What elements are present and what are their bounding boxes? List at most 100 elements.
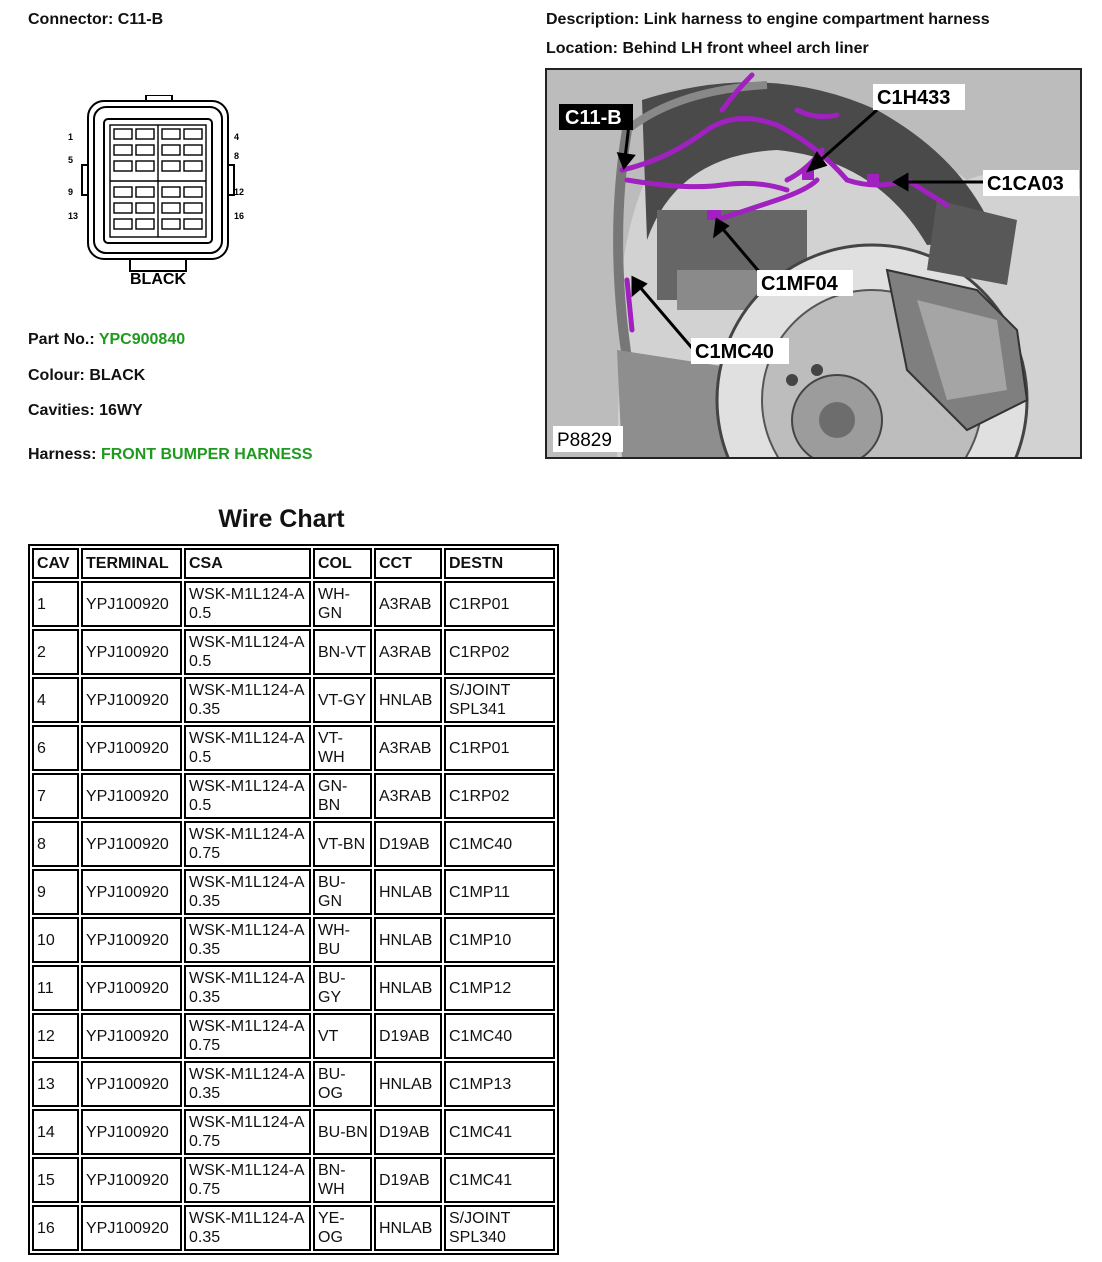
cell-col: WH-GN xyxy=(313,581,372,627)
cell-cav: 7 xyxy=(32,773,79,819)
part-no-link[interactable]: YPC900840 xyxy=(98,331,186,348)
cell-cct: HNLAB xyxy=(374,917,442,963)
cell-terminal: YPJ100920 xyxy=(81,629,182,675)
cell-col: BN-VT xyxy=(313,629,372,675)
connector-diagram: 1 4 5 8 9 12 13 16 BLACK xyxy=(60,94,260,290)
cell-cct: D19AB xyxy=(374,1013,442,1059)
header-col: COL xyxy=(313,548,372,579)
harness-link[interactable]: FRONT BUMPER HARNESS xyxy=(100,446,313,463)
cell-destn: C1MC41 xyxy=(444,1157,555,1203)
cell-cct: D19AB xyxy=(374,1157,442,1203)
location-field: Location: Behind LH front wheel arch lin… xyxy=(546,40,869,58)
cell-destn: C1RP02 xyxy=(444,629,555,675)
cell-terminal: YPJ100920 xyxy=(81,965,182,1011)
cell-cav: 9 xyxy=(32,869,79,915)
cell-csa: WSK-M1L124-A 0.5 xyxy=(184,773,311,819)
cell-cav: 2 xyxy=(32,629,79,675)
cell-csa: WSK-M1L124-A 0.5 xyxy=(184,629,311,675)
cell-cct: D19AB xyxy=(374,821,442,867)
cell-destn: C1MP11 xyxy=(444,869,555,915)
cell-cct: HNLAB xyxy=(374,1205,442,1251)
part-no-label: Part No.: xyxy=(28,331,95,348)
cell-csa: WSK-M1L124-A 0.75 xyxy=(184,1157,311,1203)
wheel-arch-illustration: C11-B C1H433 C1CA03 C1MF04 C1MC40 P8829 xyxy=(547,70,1080,457)
cell-cct: HNLAB xyxy=(374,1061,442,1107)
cell-csa: WSK-M1L124-A 0.75 xyxy=(184,821,311,867)
cell-terminal: YPJ100920 xyxy=(81,1157,182,1203)
cell-col: BU-OG xyxy=(313,1061,372,1107)
cell-destn: C1MP12 xyxy=(444,965,555,1011)
cell-cct: A3RAB xyxy=(374,725,442,771)
photo-ref: P8829 xyxy=(557,430,612,451)
cell-cav: 16 xyxy=(32,1205,79,1251)
cell-col: BN-WH xyxy=(313,1157,372,1203)
cell-csa: WSK-M1L124-A 0.75 xyxy=(184,1109,311,1155)
pin-label-9: 9 xyxy=(68,187,73,197)
wire-chart-title: Wire Chart xyxy=(218,505,345,533)
cell-cav: 10 xyxy=(32,917,79,963)
cell-terminal: YPJ100920 xyxy=(81,917,182,963)
pin-label-4: 4 xyxy=(234,132,239,142)
header-csa: CSA xyxy=(184,548,311,579)
cell-col: BU-BN xyxy=(313,1109,372,1155)
cell-cav: 6 xyxy=(32,725,79,771)
cell-cct: A3RAB xyxy=(374,581,442,627)
cell-terminal: YPJ100920 xyxy=(81,1205,182,1251)
cell-cct: HNLAB xyxy=(374,677,442,723)
pin-label-13: 13 xyxy=(68,211,78,221)
cell-csa: WSK-M1L124-A 0.5 xyxy=(184,725,311,771)
cavities-field: Cavities: 16WY xyxy=(28,402,143,420)
cell-col: WH-BU xyxy=(313,917,372,963)
pin-label-8: 8 xyxy=(234,151,239,161)
part-no-field: Part No.: YPC900840 xyxy=(28,331,185,349)
description-label: Description: xyxy=(546,11,640,28)
cell-destn: C1MP10 xyxy=(444,917,555,963)
cell-col: GN-BN xyxy=(313,773,372,819)
cell-csa: WSK-M1L124-A 0.35 xyxy=(184,1061,311,1107)
cell-csa: WSK-M1L124-A 0.35 xyxy=(184,869,311,915)
cell-csa: WSK-M1L124-A 0.75 xyxy=(184,1013,311,1059)
cell-cav: 15 xyxy=(32,1157,79,1203)
cell-terminal: YPJ100920 xyxy=(81,1061,182,1107)
cell-cct: D19AB xyxy=(374,1109,442,1155)
cell-col: YE-OG xyxy=(313,1205,372,1251)
header-terminal: TERMINAL xyxy=(81,548,182,579)
cell-destn: C1RP01 xyxy=(444,725,555,771)
cell-destn: S/JOINT SPL341 xyxy=(444,677,555,723)
cell-destn: C1MC40 xyxy=(444,1013,555,1059)
pin-label-12: 12 xyxy=(234,187,244,197)
header-cav: CAV xyxy=(32,548,79,579)
pin-label-16: 16 xyxy=(234,211,244,221)
cell-destn: C1MP13 xyxy=(444,1061,555,1107)
callout-c1mc40: C1MC40 xyxy=(695,341,774,363)
cell-cav: 14 xyxy=(32,1109,79,1155)
cell-cct: HNLAB xyxy=(374,869,442,915)
cell-cav: 8 xyxy=(32,821,79,867)
cell-csa: WSK-M1L124-A 0.35 xyxy=(184,677,311,723)
cavities-value: 16WY xyxy=(99,402,143,419)
cell-terminal: YPJ100920 xyxy=(81,869,182,915)
cell-cav: 12 xyxy=(32,1013,79,1059)
colour-value: BLACK xyxy=(89,367,146,384)
callout-c1h433: C1H433 xyxy=(877,87,950,109)
cell-terminal: YPJ100920 xyxy=(81,725,182,771)
cell-terminal: YPJ100920 xyxy=(81,1013,182,1059)
location-label: Location: xyxy=(546,40,618,57)
description-value: Link harness to engine compartment harne… xyxy=(643,11,990,28)
table-header-row: CAV TERMINAL CSA COL CCT DESTN xyxy=(32,548,555,579)
pin-label-1: 1 xyxy=(68,132,73,142)
cell-csa: WSK-M1L124-A 0.35 xyxy=(184,965,311,1011)
cell-cav: 13 xyxy=(32,1061,79,1107)
cell-destn: C1RP02 xyxy=(444,773,555,819)
cell-csa: WSK-M1L124-A 0.5 xyxy=(184,581,311,627)
header-cct: CCT xyxy=(374,548,442,579)
